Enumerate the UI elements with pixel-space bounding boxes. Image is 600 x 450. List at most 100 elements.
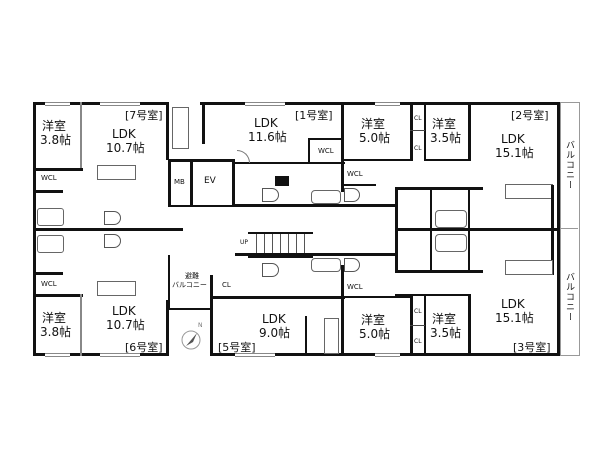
unit1-wcl-box-top xyxy=(308,138,343,140)
unit7-wcl-label: WCL xyxy=(41,174,57,182)
unit2-cl-col-right xyxy=(424,102,426,160)
unit5-toilet xyxy=(262,263,279,277)
unit2-cl-divider xyxy=(410,130,425,131)
unit3-cl-col-right xyxy=(424,296,426,356)
center-divider-left xyxy=(33,228,183,231)
unit5-label: [5号室] xyxy=(218,341,256,354)
unit6-wcl-label: WCL xyxy=(41,280,57,288)
unit7-toilet xyxy=(104,211,121,225)
stair-step xyxy=(280,234,281,256)
mb-ev-left-wall xyxy=(168,159,171,207)
mb-ev-top-wall xyxy=(168,159,234,162)
unit7-label: [7号室] xyxy=(125,109,163,122)
mb-ev-right-wall xyxy=(232,159,235,207)
unit6-ldk-name: LDK xyxy=(112,304,136,318)
stair-step xyxy=(288,234,289,256)
window xyxy=(100,353,140,357)
balcony-top-label: バルコニー xyxy=(564,140,574,190)
unit1-tub xyxy=(311,190,341,204)
unit2-kitchen-wall xyxy=(551,185,554,275)
unit5-cl-label: CL xyxy=(222,281,231,289)
evac-balcony-line2: バルコニー xyxy=(172,281,207,289)
ev-label: EV xyxy=(204,176,216,186)
window xyxy=(45,102,70,106)
unit6-wall-right xyxy=(166,300,169,356)
unit3-bath-top xyxy=(395,270,483,273)
unit2-bath-top xyxy=(395,187,483,190)
unit6-ldk-size: 10.7帖 xyxy=(106,318,145,332)
unit1-label: [1号室] xyxy=(295,109,333,122)
unit3-label: [3号室] xyxy=(513,341,551,354)
unit5-ldk-size: 9.0帖 xyxy=(259,326,291,340)
unit2-bath-inner xyxy=(430,187,432,232)
unit3-kitchen-counter xyxy=(505,260,553,275)
unit7-ldk-size: 10.7帖 xyxy=(106,141,145,155)
unit7-western-room-size: 3.8帖 xyxy=(40,133,72,147)
window xyxy=(45,353,70,357)
toilet-right-top xyxy=(344,188,360,202)
unit1-toilet xyxy=(262,188,279,202)
unit1-kitchen-wall xyxy=(202,102,205,144)
unit7-room-divider xyxy=(80,102,82,170)
room5b-top xyxy=(341,296,413,298)
unit3-cl1-label: CL xyxy=(414,308,422,315)
unit1-bath-top xyxy=(235,162,345,164)
unit3-room-right xyxy=(468,294,471,356)
compass-north-label: N xyxy=(198,322,203,329)
unit6-tub xyxy=(37,235,64,253)
unit5-western-room-size: 5.0帖 xyxy=(359,327,391,341)
unit5-kitchen-wall xyxy=(305,316,307,356)
unit2-cl-col-left xyxy=(410,102,412,160)
unit5-kitchen-counter xyxy=(324,318,339,354)
unit1-black-shaft xyxy=(275,176,289,186)
unit3-cl-col-left xyxy=(410,296,412,356)
stair-step xyxy=(304,234,305,256)
unit1-ldk-size: 11.6帖 xyxy=(248,130,287,144)
unit1-ldk-name: LDK xyxy=(254,116,278,130)
balcony-bottom-label: バルコニー xyxy=(564,272,574,322)
stairs-up-label: UP xyxy=(240,239,249,246)
unit3-western-room-size: 3.5帖 xyxy=(430,326,462,340)
unit5-western-room-name: 洋室 xyxy=(361,313,386,327)
unit2-western-room-size: 3.5帖 xyxy=(430,131,462,145)
window xyxy=(245,102,285,106)
unit1-western-room-size: 5.0帖 xyxy=(359,131,391,145)
unit3-ldk-size: 15.1帖 xyxy=(495,311,534,325)
balcony-divider xyxy=(560,228,578,229)
corridor-bottom-wall xyxy=(235,253,395,256)
mb-ev-divider xyxy=(190,159,193,207)
unit5-wall-right xyxy=(341,265,344,355)
stairs xyxy=(248,232,313,258)
unit3-ldk-name: LDK xyxy=(501,297,525,311)
unit6-wcl-top xyxy=(33,272,63,275)
compass-icon xyxy=(180,327,204,351)
toilet-right-bottom xyxy=(344,258,360,272)
unit5-wcl-label: WCL xyxy=(347,283,363,291)
unit6-label: [6号室] xyxy=(125,341,163,354)
unit3-room-top xyxy=(395,294,471,296)
window xyxy=(100,102,140,106)
mb-label: MB xyxy=(174,178,185,186)
unit7-wall-right xyxy=(166,102,169,160)
stair-step xyxy=(264,234,265,256)
unit2-ldk-name: LDK xyxy=(501,132,525,146)
window xyxy=(235,353,275,357)
unit2-kitchen-counter xyxy=(505,184,553,199)
evac-balcony-line1: 避難 xyxy=(185,272,199,280)
unit1-kitchen-sink xyxy=(172,107,189,149)
door[interactable] xyxy=(237,150,250,163)
unit6-western-room-name: 洋室 xyxy=(42,311,67,325)
unit2-room-right xyxy=(468,102,471,160)
unit2-cl1-label: CL xyxy=(414,115,422,122)
unit1-wcl-box-left xyxy=(308,138,310,162)
wcl-extra-bottom xyxy=(341,184,376,186)
unit2-room-bottom xyxy=(424,159,471,161)
unit2-bath-left xyxy=(395,187,398,232)
unit6-room-divider xyxy=(80,294,82,356)
unit3-cl-divider xyxy=(410,325,425,326)
unit3-bath-left xyxy=(395,230,398,273)
unit6-room-top xyxy=(33,294,83,297)
stair-step xyxy=(296,234,297,256)
unit3-cl2-label: CL xyxy=(414,338,422,345)
unit5-tub xyxy=(311,258,341,272)
